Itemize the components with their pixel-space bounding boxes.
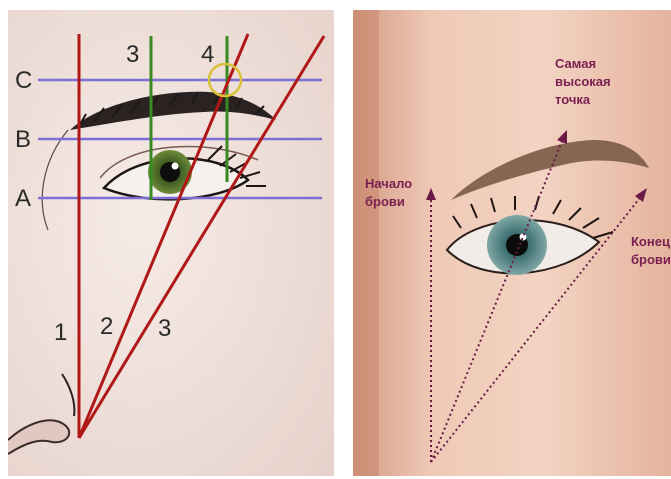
label-start-line1: Начало: [365, 176, 412, 191]
label-a: A: [15, 185, 31, 212]
label-bottom-3: 3: [158, 315, 171, 342]
eye-highlight: [172, 163, 179, 170]
brow-photo-guide: Начало брови Самая высокая точка Конец б…: [353, 10, 671, 476]
label-peak-line1: Самая: [555, 56, 596, 71]
label-top-3: 3: [126, 41, 139, 68]
label-peak-line2: высокая: [555, 74, 611, 89]
label-end-line2: брови: [631, 252, 671, 267]
label-bottom-2: 2: [100, 313, 113, 340]
label-peak-line3: точка: [555, 92, 591, 107]
brow-diagram-illustration: C B A 3 4 1 2 3: [8, 10, 334, 476]
left-edge-shadow: [353, 10, 379, 476]
label-c: C: [15, 67, 32, 94]
label-b: B: [15, 126, 31, 153]
label-top-4: 4: [201, 41, 214, 68]
label-start-line2: брови: [365, 194, 405, 209]
label-end-line1: Конец: [631, 234, 670, 249]
label-bottom-1: 1: [54, 319, 67, 346]
